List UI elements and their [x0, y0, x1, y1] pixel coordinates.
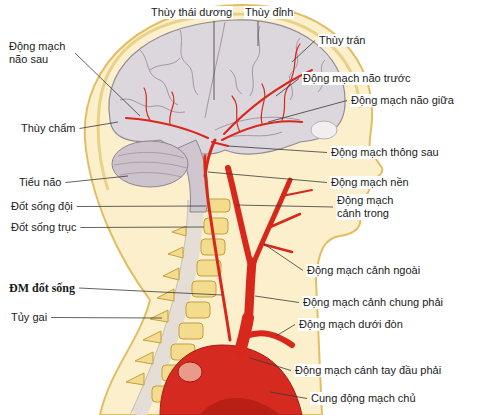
part-label: Thùy đỉnh [244, 6, 294, 19]
leader-line [79, 122, 118, 129]
anterior-cerebral-artery [224, 70, 312, 134]
external-carotid-branch [262, 244, 292, 252]
part-label: Tủy gai [10, 311, 48, 324]
spinous-process [143, 331, 161, 343]
leader-line [276, 325, 295, 337]
part-label: ĐM đốt sống [8, 281, 76, 295]
part-label: Thùy thái dương [150, 6, 233, 19]
aortic-arch [160, 345, 302, 415]
part-label: Động mạch dưới đòn [298, 318, 404, 331]
leader-line [268, 101, 347, 123]
eye [311, 121, 337, 139]
cerebral-branch [282, 84, 290, 120]
leader-line [75, 53, 140, 116]
spinous-process [168, 247, 183, 258]
part-label: Đốt sống đội [10, 200, 74, 213]
spinous-process [126, 373, 144, 385]
leader-line [214, 21, 215, 100]
folium [114, 162, 187, 168]
leader-line [258, 21, 259, 46]
gyrus-line [289, 38, 300, 100]
posterior-cerebral-artery [126, 118, 208, 138]
leader-line [228, 146, 327, 153]
leader-line [236, 205, 333, 207]
cerebral-branch [144, 88, 150, 120]
gyrus-line [230, 70, 242, 94]
part-label: Tiểu não [18, 176, 62, 189]
cerebellum [112, 141, 188, 187]
part-label: Động mạch cảnh ngoài [306, 264, 421, 277]
aorta-lumen [178, 362, 202, 382]
gyrus-line [215, 117, 300, 130]
folium [118, 152, 184, 158]
spinous-process [163, 268, 179, 280]
part-label: Động mạch não giữa [350, 94, 455, 107]
leader-line [292, 41, 315, 63]
vertebra [179, 323, 203, 339]
leader-line [80, 227, 204, 229]
gyrus-line [180, 30, 198, 95]
arteries [126, 44, 312, 352]
basilar-artery [205, 140, 215, 176]
leader-line [77, 206, 206, 208]
part-label: Đốt sống trục [10, 221, 77, 234]
subclavian-artery [246, 333, 292, 345]
internal-carotid-artery [228, 168, 250, 262]
leader-line [51, 317, 162, 319]
part-label: Động mạch cảnh trong [336, 194, 412, 220]
leader-line [255, 296, 299, 303]
external-carotid-branch [268, 214, 300, 228]
part-label: Động mạch thông sau [330, 146, 440, 159]
vertebra [186, 302, 210, 318]
part-label: Động mạch nền [330, 176, 410, 189]
gyrus-line [150, 58, 180, 70]
leader-line [65, 176, 128, 183]
posterior-communicating-artery [212, 142, 228, 146]
vertebra [204, 218, 228, 234]
cerebral-branch [261, 84, 265, 124]
gyrus-line [205, 22, 225, 118]
leader-line [270, 392, 307, 399]
leader-line [79, 288, 222, 295]
heart-shade [200, 398, 280, 415]
part-label: Cung động mạch chủ [310, 392, 417, 405]
cerebral-branch [290, 44, 300, 82]
leader-line [276, 79, 299, 97]
part-label: Động mạch cánh tay đầu phải [294, 364, 442, 377]
spinous-process [135, 352, 153, 364]
folium [120, 173, 182, 177]
part-label: Thùy chẩm [20, 122, 76, 135]
vertebral-artery [205, 156, 230, 340]
part-label: Động mạch cảnh chung phải [302, 296, 444, 309]
common-carotid-artery [248, 262, 252, 325]
part-label: Động mạch não sau [8, 40, 72, 66]
cerebellum-folia [114, 152, 187, 177]
leader-line [208, 172, 327, 183]
spinous-process [157, 289, 174, 301]
spinous-process [150, 310, 168, 322]
gyrus-line [250, 26, 260, 96]
cerebral-branch [170, 92, 174, 124]
leader-line [264, 244, 303, 271]
part-label: Động mạch não trước [302, 72, 412, 85]
cerebral-branch [232, 96, 240, 132]
cerebrum [109, 20, 345, 154]
part-label: Thùy trán [318, 34, 366, 47]
external-carotid-branch [282, 190, 312, 196]
leader-line [250, 358, 291, 371]
